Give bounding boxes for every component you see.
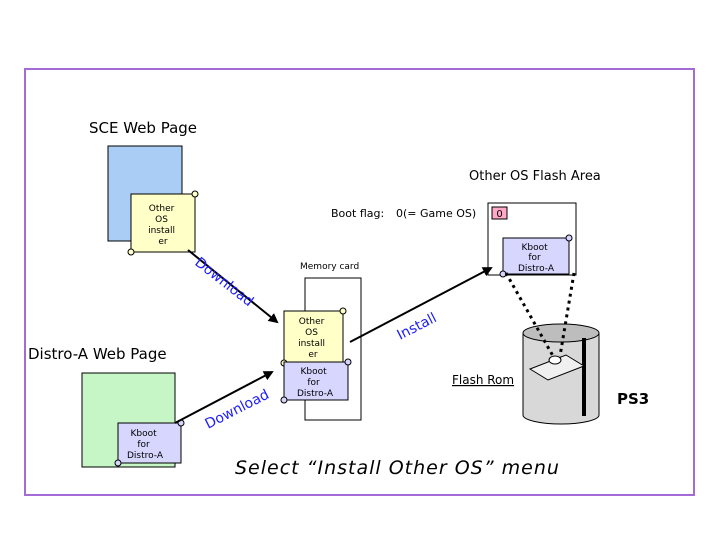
flash-link-right [558, 272, 576, 357]
flash-rom-chip [528, 354, 586, 381]
caption: Select “Install Other OS” menu [235, 457, 560, 479]
mc-installer-line-2: OS [305, 328, 318, 338]
boot-flag-box [491, 206, 508, 220]
distro-scroll-line-2: for [137, 440, 150, 450]
sce-scroll-line-2: OS [155, 215, 168, 225]
memory-card-label: Memory card [300, 262, 359, 272]
sce-web-title: SCE Web Page [89, 119, 197, 137]
boot-flag-value: 0(= Game OS) [396, 207, 476, 220]
mc-installer-line-1: Other [299, 317, 325, 327]
mc-installer-line-4: er [308, 350, 318, 360]
boot-flag-label: Boot flag: [331, 207, 384, 220]
flash-kboot-line-1: Kboot [521, 243, 548, 253]
download-arrow-bottom [174, 371, 274, 424]
flash-link-left [504, 272, 555, 357]
boot-flag-box-value: 0 [496, 209, 502, 220]
sce-scroll-line-1: Other [149, 204, 175, 214]
sce-scroll-line-4: er [158, 237, 168, 247]
svg-text:Kboot for Distro-A: Kboot for Distro-A [297, 367, 334, 399]
sce-installer-scroll: Other OS install er [127, 190, 199, 256]
flash-kboot-scroll: Kboot for Distro-A [499, 234, 573, 278]
sce-scroll-line-3: install [148, 226, 175, 236]
distro-scroll-line-1: Kboot [130, 429, 157, 439]
download-arrow-top [187, 249, 279, 324]
distro-scroll-line-3: Distro-A [127, 451, 164, 461]
flash-area-title: Other OS Flash Area [469, 169, 601, 184]
svg-text:Other OS install: Other OS install er [298, 317, 328, 360]
memory-card-kboot-scroll: Kboot for Distro-A [280, 358, 352, 404]
mc-installer-line-3: install [298, 339, 325, 349]
flash-kboot-line-2: for [528, 253, 541, 263]
ps3-label: PS3 [617, 390, 649, 408]
svg-text:Kboot for Distro-A: Kboot for Distro-A [127, 429, 164, 461]
mc-kboot-line-1: Kboot [300, 367, 327, 377]
flash-rom-label: Flash Rom [452, 373, 514, 387]
distro-web-title: Distro-A Web Page [28, 345, 167, 363]
memory-card-installer-scroll: Other OS install er [280, 307, 347, 367]
flash-kboot-line-3: Distro-A [518, 264, 555, 274]
mc-kboot-line-3: Distro-A [297, 389, 334, 399]
svg-text:Kboot for Distro-A: Kboot for Distro-A [518, 243, 555, 274]
install-arrow [349, 267, 493, 343]
mc-kboot-line-2: for [307, 378, 320, 388]
distro-kboot-scroll: Kboot for Distro-A [114, 419, 185, 467]
svg-text:Other OS install: Other OS install er [148, 204, 178, 247]
